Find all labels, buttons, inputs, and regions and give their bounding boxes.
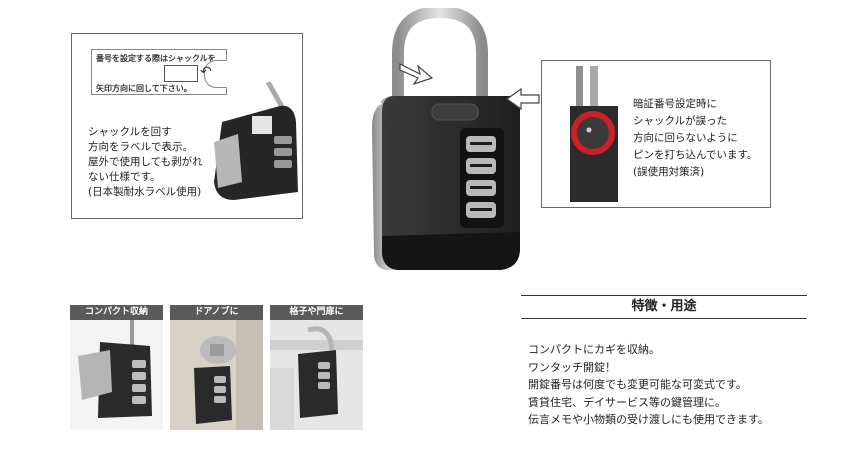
- label-card-cutout: [204, 60, 227, 88]
- text-line: 屋外で使用しても剥がれ: [88, 156, 203, 168]
- thumbnail-caption: 格子や門扉に: [270, 305, 363, 320]
- rotate-arrow-icon: ↶: [200, 64, 212, 80]
- thumbnail-caption: コンパクト収納: [70, 305, 163, 320]
- pin-closeup-photo: [570, 66, 618, 202]
- features-list: コンパクトにカギを収納。 ワンタッチ開錠！ 開錠番号は何度でも変更可能な可変式で…: [528, 341, 769, 429]
- list-item: コンパクトにカギを収納。: [528, 343, 660, 356]
- direction-label-card: 番号を設定する際はシャックルを ↶ 矢印方向に回して下さい。: [91, 49, 227, 95]
- text-line: (日本製耐水ラベル使用): [88, 186, 202, 198]
- thumbnail-lattice-gate: 格子や門扉に: [270, 305, 363, 430]
- text-line: ピンを打ち込んでいます。: [633, 149, 758, 161]
- lattice-gate-photo: [270, 320, 363, 430]
- pin-description: 暗証番号設定時に シャックルが誤った 方向に回らないように ピンを打ち込んでいま…: [633, 96, 757, 181]
- arrow-left-icon: [505, 88, 540, 110]
- list-item: 伝言メモや小物類の受け渡しにも使用できます。: [528, 413, 769, 426]
- text-line: 方向をラベルで表示。: [88, 141, 193, 153]
- label-card-line2: 矢印方向に回して下さい。: [96, 84, 192, 93]
- list-item: 開錠番号は何度でも変更可能な可変式です。: [528, 378, 747, 391]
- compact-storage-photo: [70, 320, 163, 430]
- label-card-line1: 番号を設定する際はシャックルを: [96, 54, 216, 63]
- door-knob-photo: [170, 320, 263, 430]
- shackle-label-description: シャックルを回す 方向をラベルで表示。 屋外で使用しても剥がれ ない仕様です。 …: [88, 125, 203, 200]
- label-closeup-photo: [214, 82, 298, 200]
- text-line: シャックルが誤った: [633, 115, 728, 127]
- text-line: シャックルを回す: [88, 126, 172, 138]
- list-item: ワンタッチ開錠！: [528, 360, 616, 374]
- text-line: (誤使用対策済): [633, 166, 705, 178]
- list-item: 賃貸住宅、デイサービス等の鍵管理に。: [528, 395, 726, 409]
- key-lock-box-image: [372, 8, 520, 270]
- label-card-window: [164, 65, 198, 82]
- features-title: 特徴・用途: [521, 295, 807, 319]
- text-line: 方向に回らないように: [633, 132, 738, 144]
- thumbnail-caption: ドアノブに: [170, 305, 263, 320]
- thumbnail-door-knob: ドアノブに: [170, 305, 263, 430]
- thumbnail-compact-storage: コンパクト収納: [70, 305, 163, 430]
- text-line: 暗証番号設定時に: [633, 98, 717, 110]
- arrow-right-icon: [399, 63, 434, 86]
- text-line: ない仕様です。: [88, 171, 161, 183]
